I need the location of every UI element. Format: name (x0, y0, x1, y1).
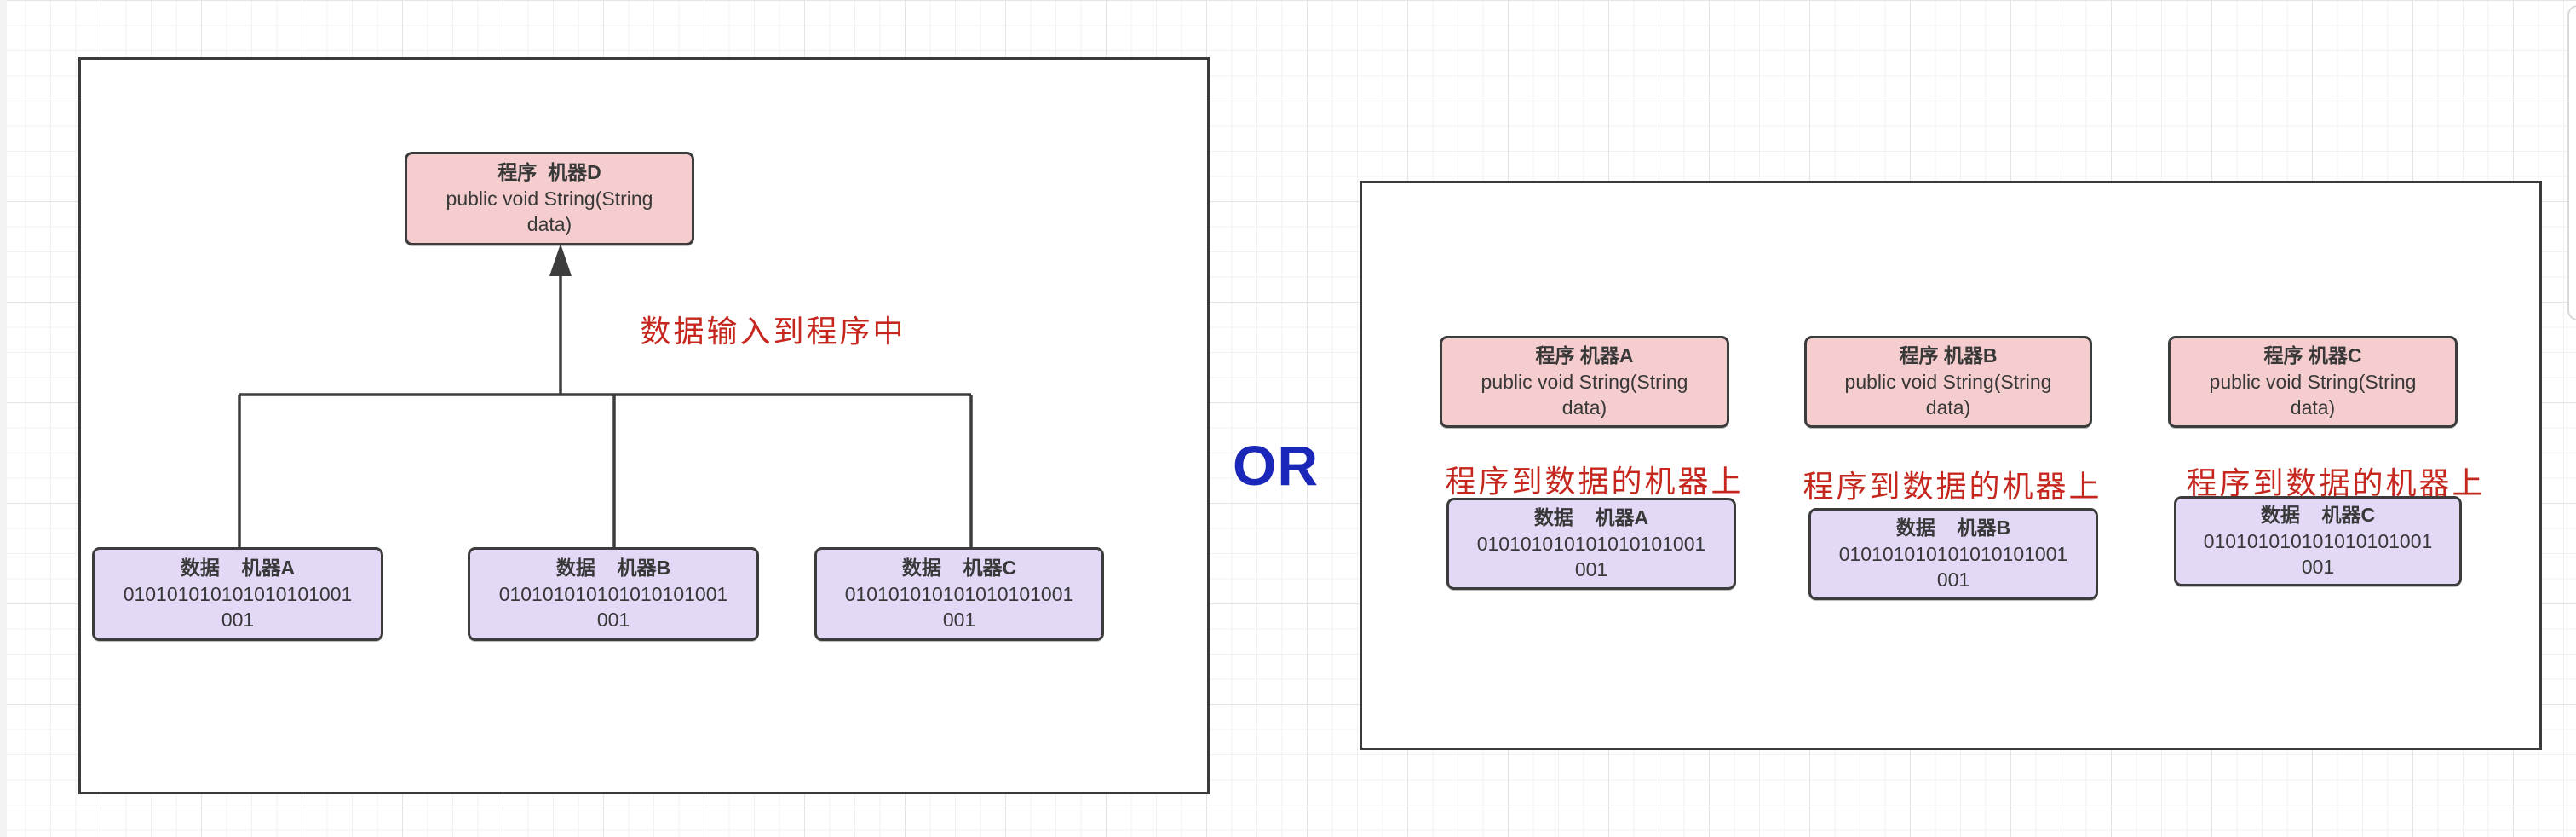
node-title: 程序 机器C (2263, 344, 2362, 367)
node-program-machine-c[interactable]: 程序 机器C public void String(String data) (2168, 336, 2458, 428)
node-program-machine-d[interactable]: 程序 机器D public void String(String data) (405, 152, 694, 245)
node-data-machine-a[interactable]: 数据 机器A 010101010101010101001 001 (92, 547, 383, 641)
node-program-machine-b[interactable]: 程序 机器B public void String(String data) (1804, 336, 2092, 428)
right-flow-label-a[interactable]: 程序到数据的机器上 (1445, 464, 1745, 499)
node-title: 程序 机器A (1535, 344, 1634, 367)
node-data-machine-b-right[interactable]: 数据 机器B 010101010101010101001 001 (1808, 508, 2098, 600)
right-diagram-panel[interactable] (1360, 181, 2542, 750)
left-flow-label[interactable]: 数据输入到程序中 (640, 314, 906, 349)
node-program-machine-a[interactable]: 程序 机器A public void String(String data) (1440, 336, 1729, 428)
node-binary-text: 010101010101010101001 001 (844, 582, 1074, 632)
right-flow-label-c[interactable]: 程序到数据的机器上 (2186, 465, 2486, 500)
node-title: 数据 机器A (1533, 506, 1649, 529)
node-title: 数据 机器C (901, 557, 1017, 580)
node-title: 数据 机器C (2260, 504, 2376, 527)
node-binary-text: 010101010101010101001 001 (1476, 532, 1706, 581)
node-binary-text: 010101010101010101001 001 (498, 582, 728, 632)
node-title: 程序 机器B (1899, 344, 1998, 367)
node-title: 数据 机器A (180, 557, 296, 580)
canvas-left-gutter (0, 0, 7, 837)
node-title: 数据 机器B (1895, 517, 2011, 540)
node-title: 数据 机器B (555, 557, 671, 580)
node-binary-text: 010101010101010101001 001 (2203, 529, 2433, 579)
node-binary-text: 010101010101010101001 001 (1838, 542, 2068, 592)
node-code-text: public void String(String data) (1844, 370, 2052, 419)
node-code-text: public void String(String data) (2209, 370, 2417, 419)
right-side-panel-edge[interactable] (2567, 5, 2576, 320)
node-binary-text: 010101010101010101001 001 (123, 582, 353, 632)
node-code-text: public void String(String data) (446, 187, 653, 236)
node-title: 程序 机器D (497, 161, 601, 184)
node-data-machine-c-right[interactable]: 数据 机器C 010101010101010101001 001 (2174, 496, 2462, 586)
node-data-machine-c[interactable]: 数据 机器C 010101010101010101001 001 (814, 547, 1104, 641)
right-flow-label-b[interactable]: 程序到数据的机器上 (1803, 469, 2102, 504)
node-code-text: public void String(String data) (1481, 370, 1688, 419)
or-label[interactable]: OR (1233, 434, 1319, 497)
node-data-machine-b[interactable]: 数据 机器B 010101010101010101001 001 (468, 547, 759, 641)
node-data-machine-a-right[interactable]: 数据 机器A 010101010101010101001 001 (1446, 498, 1736, 590)
